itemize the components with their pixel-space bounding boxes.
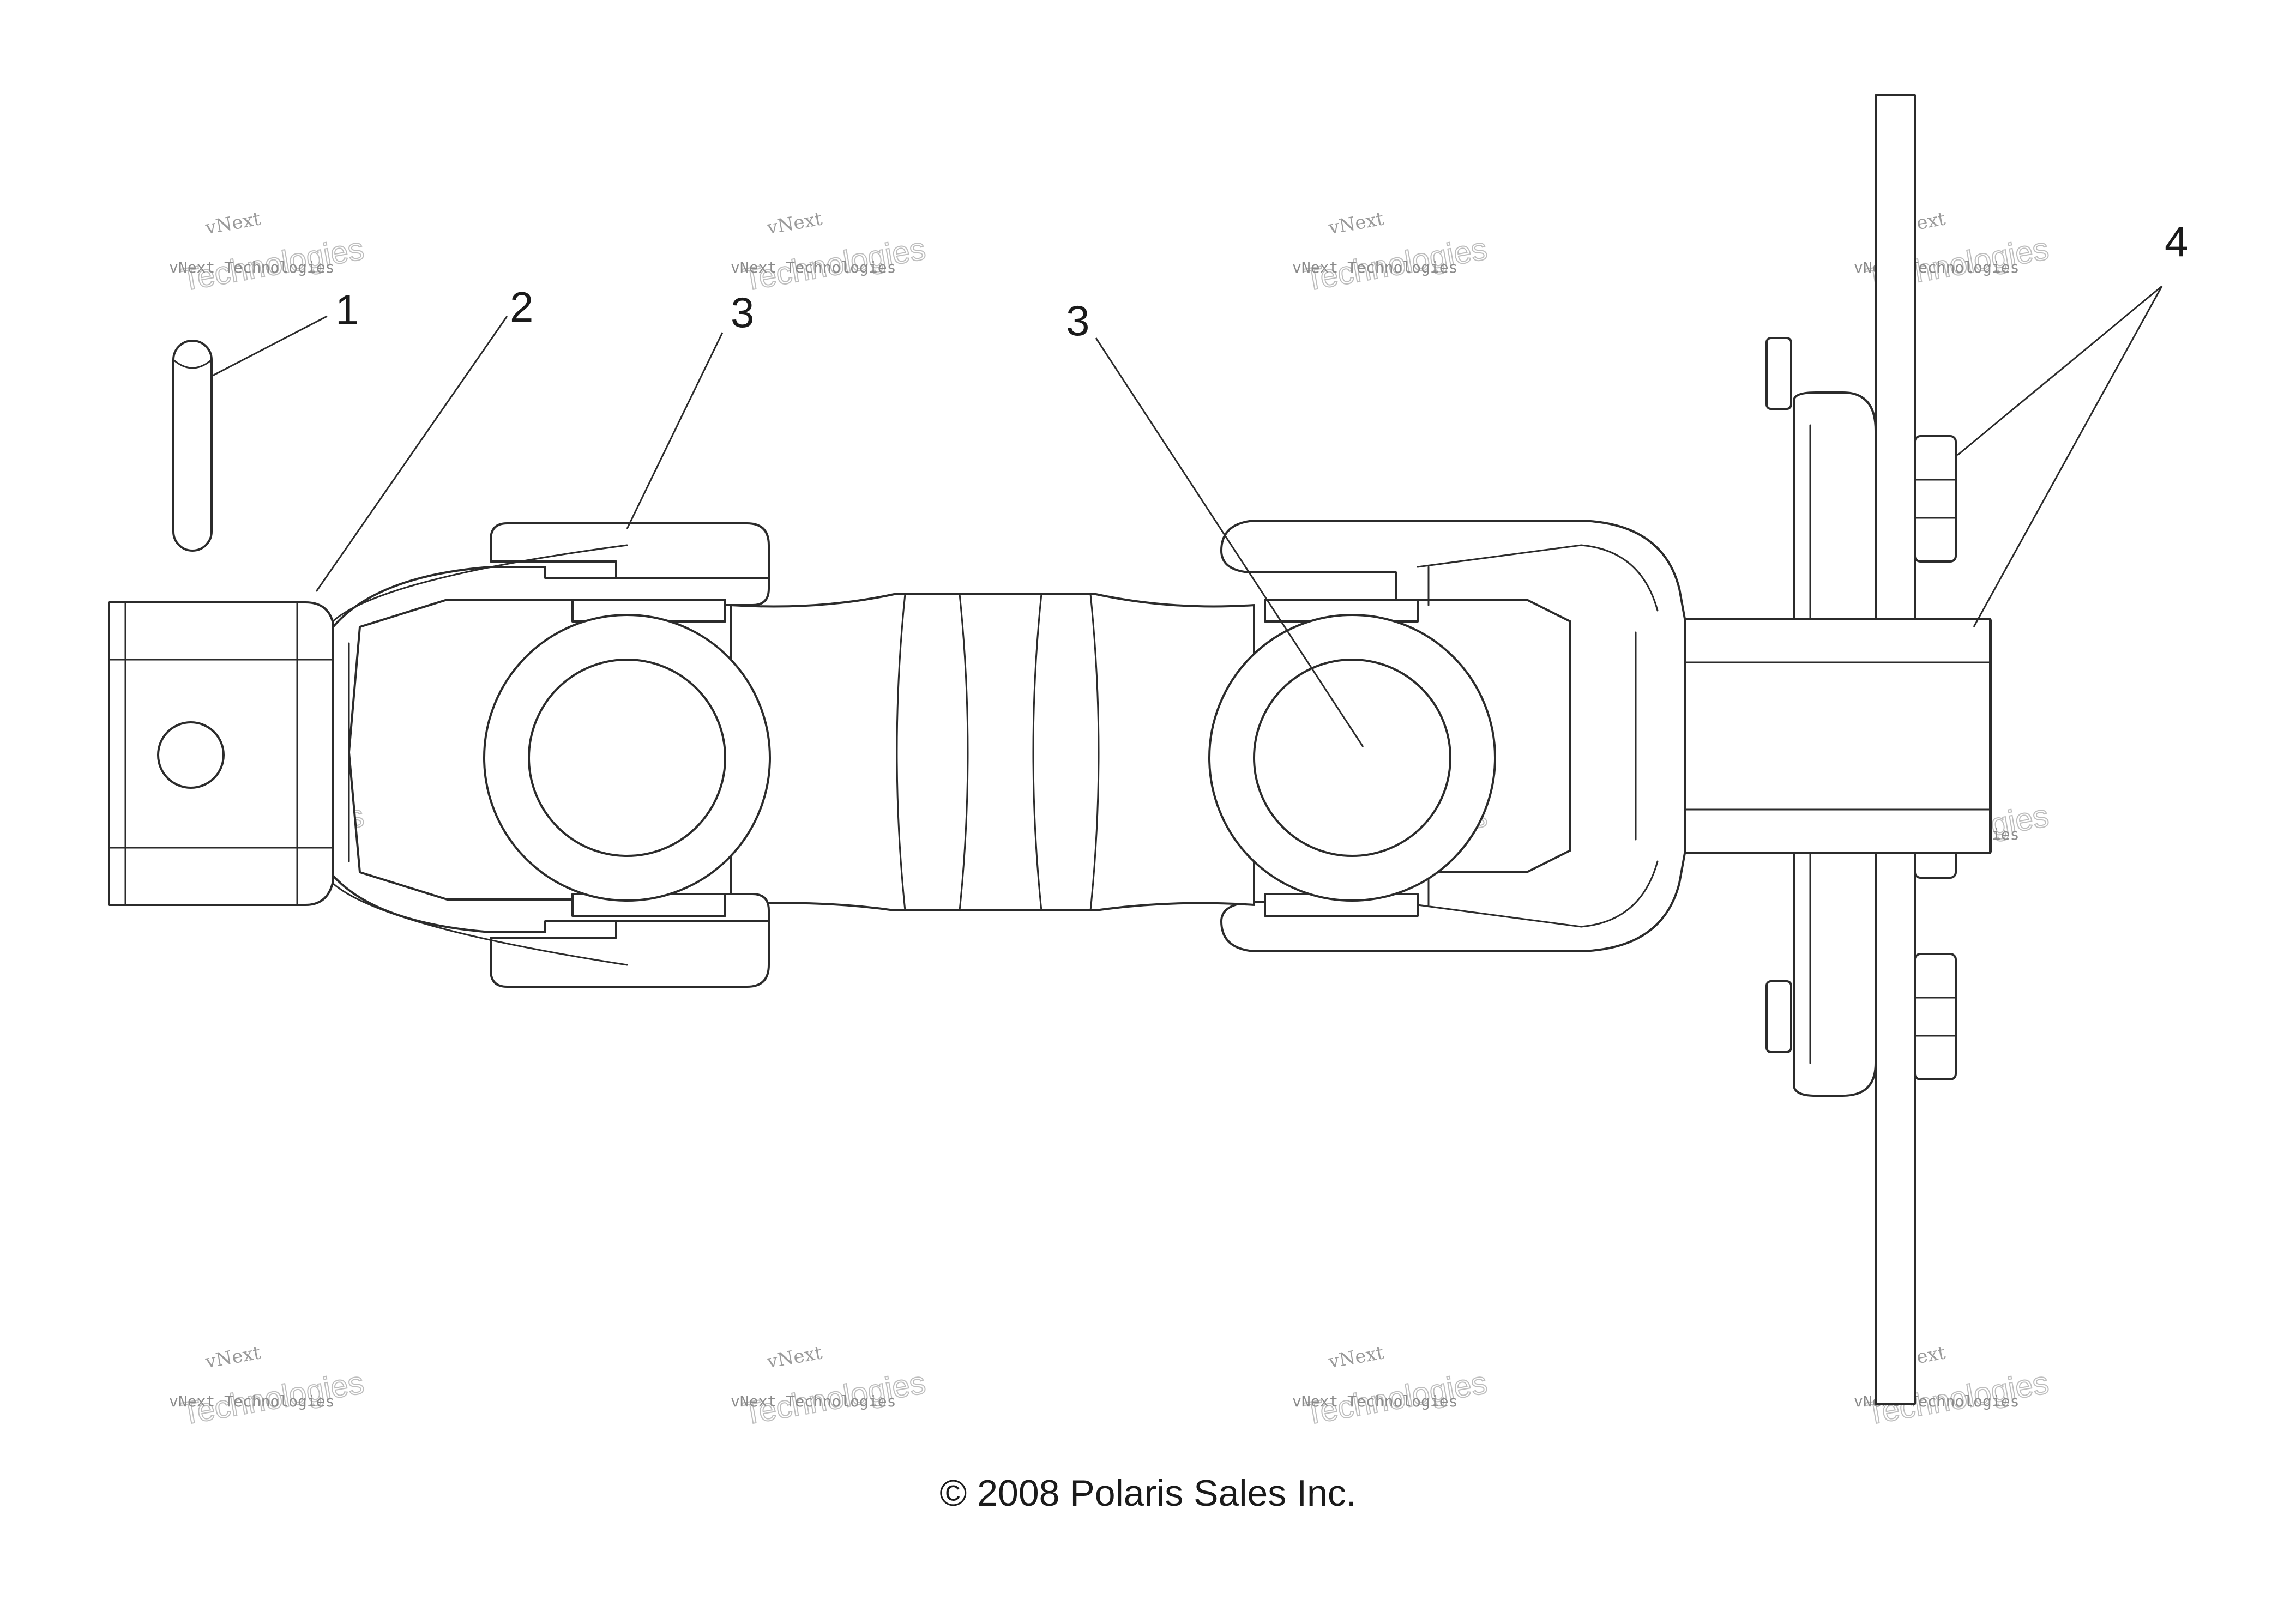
- watermark: vNext Technologies vNext Technologies: [1292, 1342, 1490, 1432]
- left-yoke: [315, 522, 770, 988]
- watermark: vNext Technologies vNext Technologies: [731, 1342, 929, 1432]
- watermark: vNext Technologies vNext Technologies: [169, 1342, 367, 1432]
- svg-text:vNext: vNext: [1327, 208, 1386, 239]
- right-cross-bearing: [1208, 599, 1496, 917]
- svg-text:vNext: vNext: [203, 1342, 263, 1373]
- svg-text:vNext: vNext: [765, 1342, 824, 1373]
- leader-lines: [211, 285, 2163, 747]
- callout-2: 2: [510, 283, 533, 331]
- svg-text:vNext: vNext: [1327, 1342, 1386, 1373]
- left-cross-bearing: [483, 599, 771, 917]
- callout-labels: 1 2 3 3 4: [335, 218, 2188, 345]
- intermediate-shaft: [730, 593, 1255, 911]
- callout-1: 1: [335, 286, 359, 334]
- callout-3-left: 3: [731, 288, 754, 336]
- svg-text:vNext Technologies: vNext Technologies: [169, 258, 334, 276]
- watermark: vNext Technologies vNext Technologies: [731, 208, 929, 298]
- svg-text:vNext Technologies: vNext Technologies: [1292, 1392, 1457, 1410]
- svg-text:vNext Technologies: vNext Technologies: [169, 1392, 334, 1410]
- copyright-notice: © 2008 Polaris Sales Inc.: [939, 1472, 1357, 1514]
- roll-pin: [172, 340, 213, 552]
- svg-text:vNext Technologies: vNext Technologies: [731, 258, 896, 276]
- watermark: vNext Technologies vNext Technologies: [1292, 208, 1490, 298]
- svg-text:vNext: vNext: [765, 208, 824, 239]
- svg-text:vNext Technologies: vNext Technologies: [731, 1392, 896, 1410]
- svg-text:vNext Technologies: vNext Technologies: [1292, 258, 1457, 276]
- callout-4: 4: [2165, 218, 2188, 265]
- svg-text:vNext: vNext: [203, 208, 263, 239]
- input-shaft: [108, 601, 334, 906]
- callout-3-right: 3: [1066, 297, 1089, 345]
